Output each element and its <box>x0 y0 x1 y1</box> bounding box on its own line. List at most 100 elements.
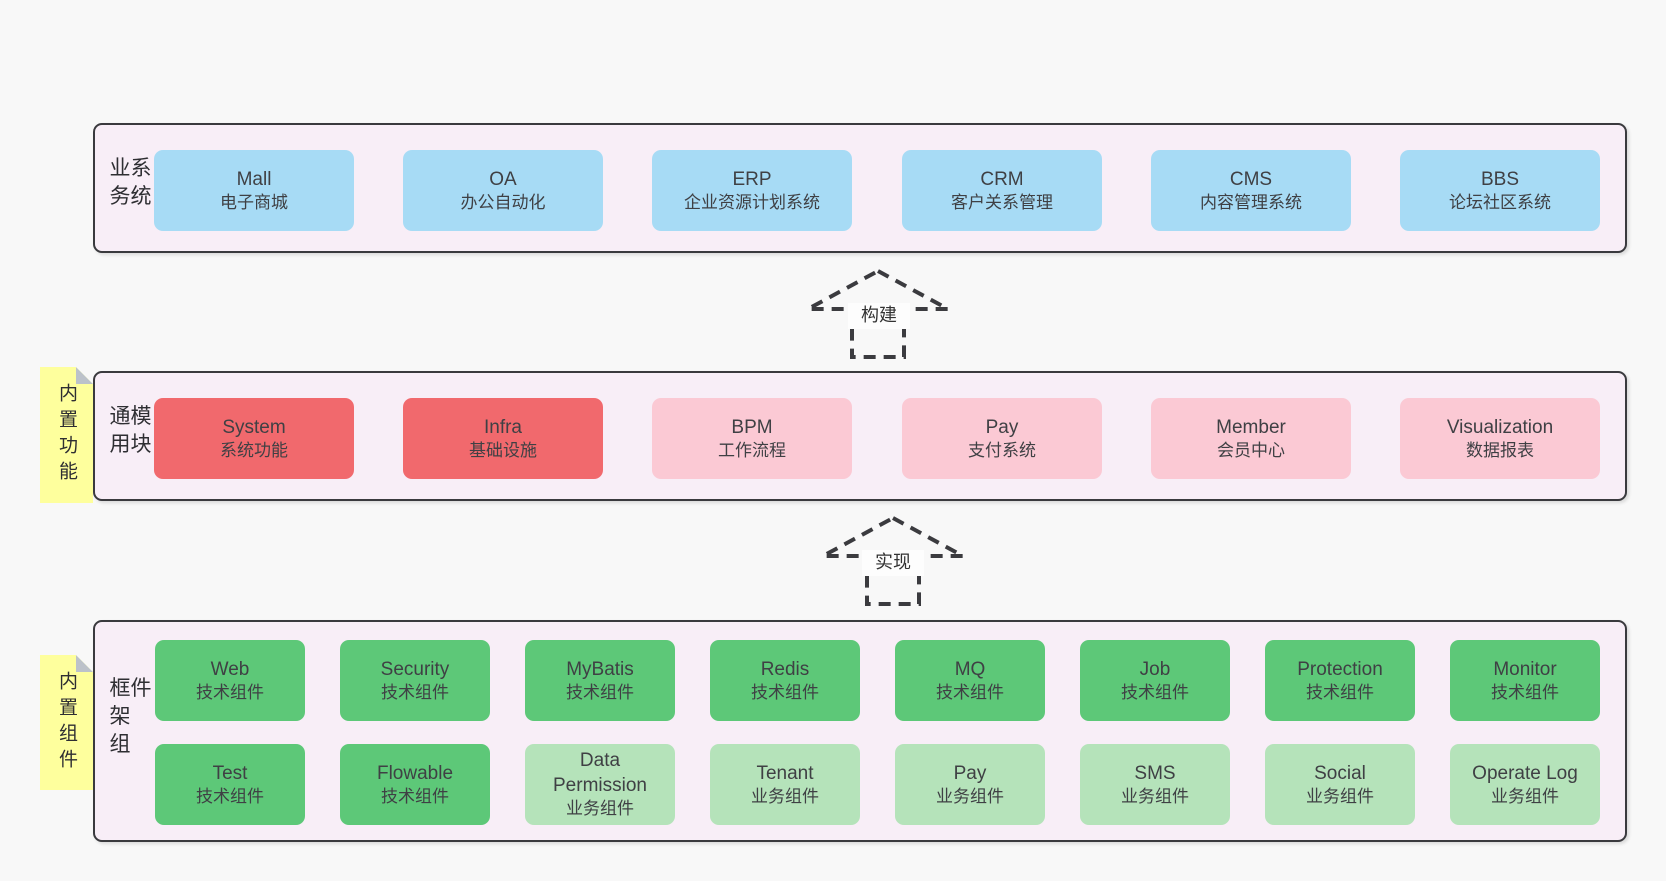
box-subtitle: 技术组件 <box>1121 682 1189 702</box>
box-subtitle: 企业资源计划系统 <box>684 192 820 212</box>
box-mybatis: MyBatis 技术组件 <box>525 640 675 721</box>
box-subtitle: 客户关系管理 <box>951 192 1053 212</box>
box-title: Security <box>380 658 450 680</box>
folded-corner-icon <box>76 367 93 384</box>
box-subtitle: 业务组件 <box>1121 786 1189 806</box>
box-title: Protection <box>1297 658 1383 680</box>
layer-framework-components: 框架组件 Web 技术组件 Security 技术组件 MyBatis 技术组件… <box>93 620 1627 842</box>
box-subtitle: 技术组件 <box>196 682 264 702</box>
box-mq: MQ 技术组件 <box>895 640 1045 721</box>
box-title: Visualization <box>1446 416 1554 438</box>
box-title: CMS <box>1229 168 1273 190</box>
box-title: Pay <box>985 416 1019 438</box>
box-subtitle: 技术组件 <box>196 786 264 806</box>
box-subtitle: 技术组件 <box>1306 682 1374 702</box>
box-subtitle: 基础设施 <box>469 440 537 460</box>
box-title: Member <box>1216 416 1286 438</box>
box-redis: Redis 技术组件 <box>710 640 860 721</box>
box-title: CRM <box>980 168 1024 190</box>
box-title: MQ <box>954 658 986 680</box>
box-subtitle: 论坛社区系统 <box>1449 192 1551 212</box>
arrow-implement-label: 实现 <box>862 550 924 576</box>
box-subtitle: 业务组件 <box>936 786 1004 806</box>
box-subtitle: 技术组件 <box>566 682 634 702</box>
box-title: Web <box>210 658 250 680</box>
sticky-note-built-in-features: 内置功能 <box>40 367 93 503</box>
layer-common-label: 通用模块 <box>107 404 151 461</box>
box-title: Test <box>212 762 248 784</box>
box-subtitle: 业务组件 <box>566 799 634 819</box>
box-cms: CMS 内容管理系统 <box>1151 150 1351 231</box>
box-protection: Protection 技术组件 <box>1265 640 1415 721</box>
box-title: Pay <box>953 762 987 784</box>
box-title: Mall <box>236 168 272 190</box>
box-title: Social <box>1314 762 1366 784</box>
box-title: SMS <box>1134 762 1176 784</box>
box-subtitle: 会员中心 <box>1217 440 1285 460</box>
box-data-permission: Data Permission 业务组件 <box>525 744 675 825</box>
box-title: Operate Log <box>1472 762 1578 784</box>
box-erp: ERP 企业资源计划系统 <box>652 150 852 231</box>
box-title: System <box>222 416 286 438</box>
box-sms: SMS 业务组件 <box>1080 744 1230 825</box>
layer-framework-label: 框架组件 <box>107 676 151 761</box>
box-monitor: Monitor 技术组件 <box>1450 640 1600 721</box>
box-title: Monitor <box>1493 658 1557 680</box>
box-web: Web 技术组件 <box>155 640 305 721</box>
box-member: Member 会员中心 <box>1151 398 1351 479</box>
layer-common-modules: 通用模块 System 系统功能 Infra 基础设施 BPM 工作流程 Pay… <box>93 371 1627 501</box>
box-title: BBS <box>1480 168 1520 190</box>
box-bpm: BPM 工作流程 <box>652 398 852 479</box>
box-title: Flowable <box>376 762 454 784</box>
box-pay-business: Pay 业务组件 <box>895 744 1045 825</box>
box-title: OA <box>489 168 517 190</box>
box-bbs: BBS 论坛社区系统 <box>1400 150 1600 231</box>
up-block-arrow-implement <box>822 515 964 606</box>
box-subtitle: 系统功能 <box>220 440 288 460</box>
box-subtitle: 技术组件 <box>751 682 819 702</box>
box-title: BPM <box>731 416 773 438</box>
box-visualization: Visualization 数据报表 <box>1400 398 1600 479</box>
box-oa: OA 办公自动化 <box>403 150 603 231</box>
box-subtitle: 办公自动化 <box>460 192 546 212</box>
box-title: Tenant <box>756 762 814 784</box>
sticky-note-built-in-components: 内置组件 <box>40 655 93 790</box>
box-subtitle: 电子商城 <box>220 192 288 212</box>
box-subtitle: 技术组件 <box>936 682 1004 702</box>
box-test: Test 技术组件 <box>155 744 305 825</box>
box-security: Security 技术组件 <box>340 640 490 721</box>
arrow-build-label: 构建 <box>848 303 910 329</box>
box-title: Data Permission <box>553 750 647 797</box>
box-tenant: Tenant 业务组件 <box>710 744 860 825</box>
box-subtitle: 技术组件 <box>381 786 449 806</box>
box-subtitle: 数据报表 <box>1466 440 1534 460</box>
box-pay: Pay 支付系统 <box>902 398 1102 479</box>
box-subtitle: 业务组件 <box>751 786 819 806</box>
box-title: Redis <box>760 658 810 680</box>
box-operate-log: Operate Log 业务组件 <box>1450 744 1600 825</box>
sticky-note-text: 内置组件 <box>56 670 77 775</box>
box-subtitle: 内容管理系统 <box>1200 192 1302 212</box>
box-subtitle: 业务组件 <box>1491 786 1559 806</box>
box-title: Job <box>1139 658 1171 680</box>
box-subtitle: 技术组件 <box>1491 682 1559 702</box>
box-mall: Mall 电子商城 <box>154 150 354 231</box>
folded-corner-icon <box>76 655 93 672</box>
box-title: Infra <box>483 416 523 438</box>
box-title: ERP <box>732 168 772 190</box>
box-crm: CRM 客户关系管理 <box>902 150 1102 231</box>
box-subtitle: 支付系统 <box>968 440 1036 460</box>
box-flowable: Flowable 技术组件 <box>340 744 490 825</box>
box-subtitle: 工作流程 <box>718 440 786 460</box>
box-title: MyBatis <box>566 658 634 680</box>
sticky-note-text: 内置功能 <box>56 383 77 487</box>
box-system: System 系统功能 <box>154 398 354 479</box>
layer-business-label: 业务系统 <box>107 156 151 213</box>
up-block-arrow-build <box>807 268 949 359</box>
box-social: Social 业务组件 <box>1265 744 1415 825</box>
box-job: Job 技术组件 <box>1080 640 1230 721</box>
box-subtitle: 技术组件 <box>381 682 449 702</box>
layer-business-systems: 业务系统 Mall 电子商城 OA 办公自动化 ERP 企业资源计划系统 CRM… <box>93 123 1627 253</box>
box-infra: Infra 基础设施 <box>403 398 603 479</box>
box-subtitle: 业务组件 <box>1306 786 1374 806</box>
